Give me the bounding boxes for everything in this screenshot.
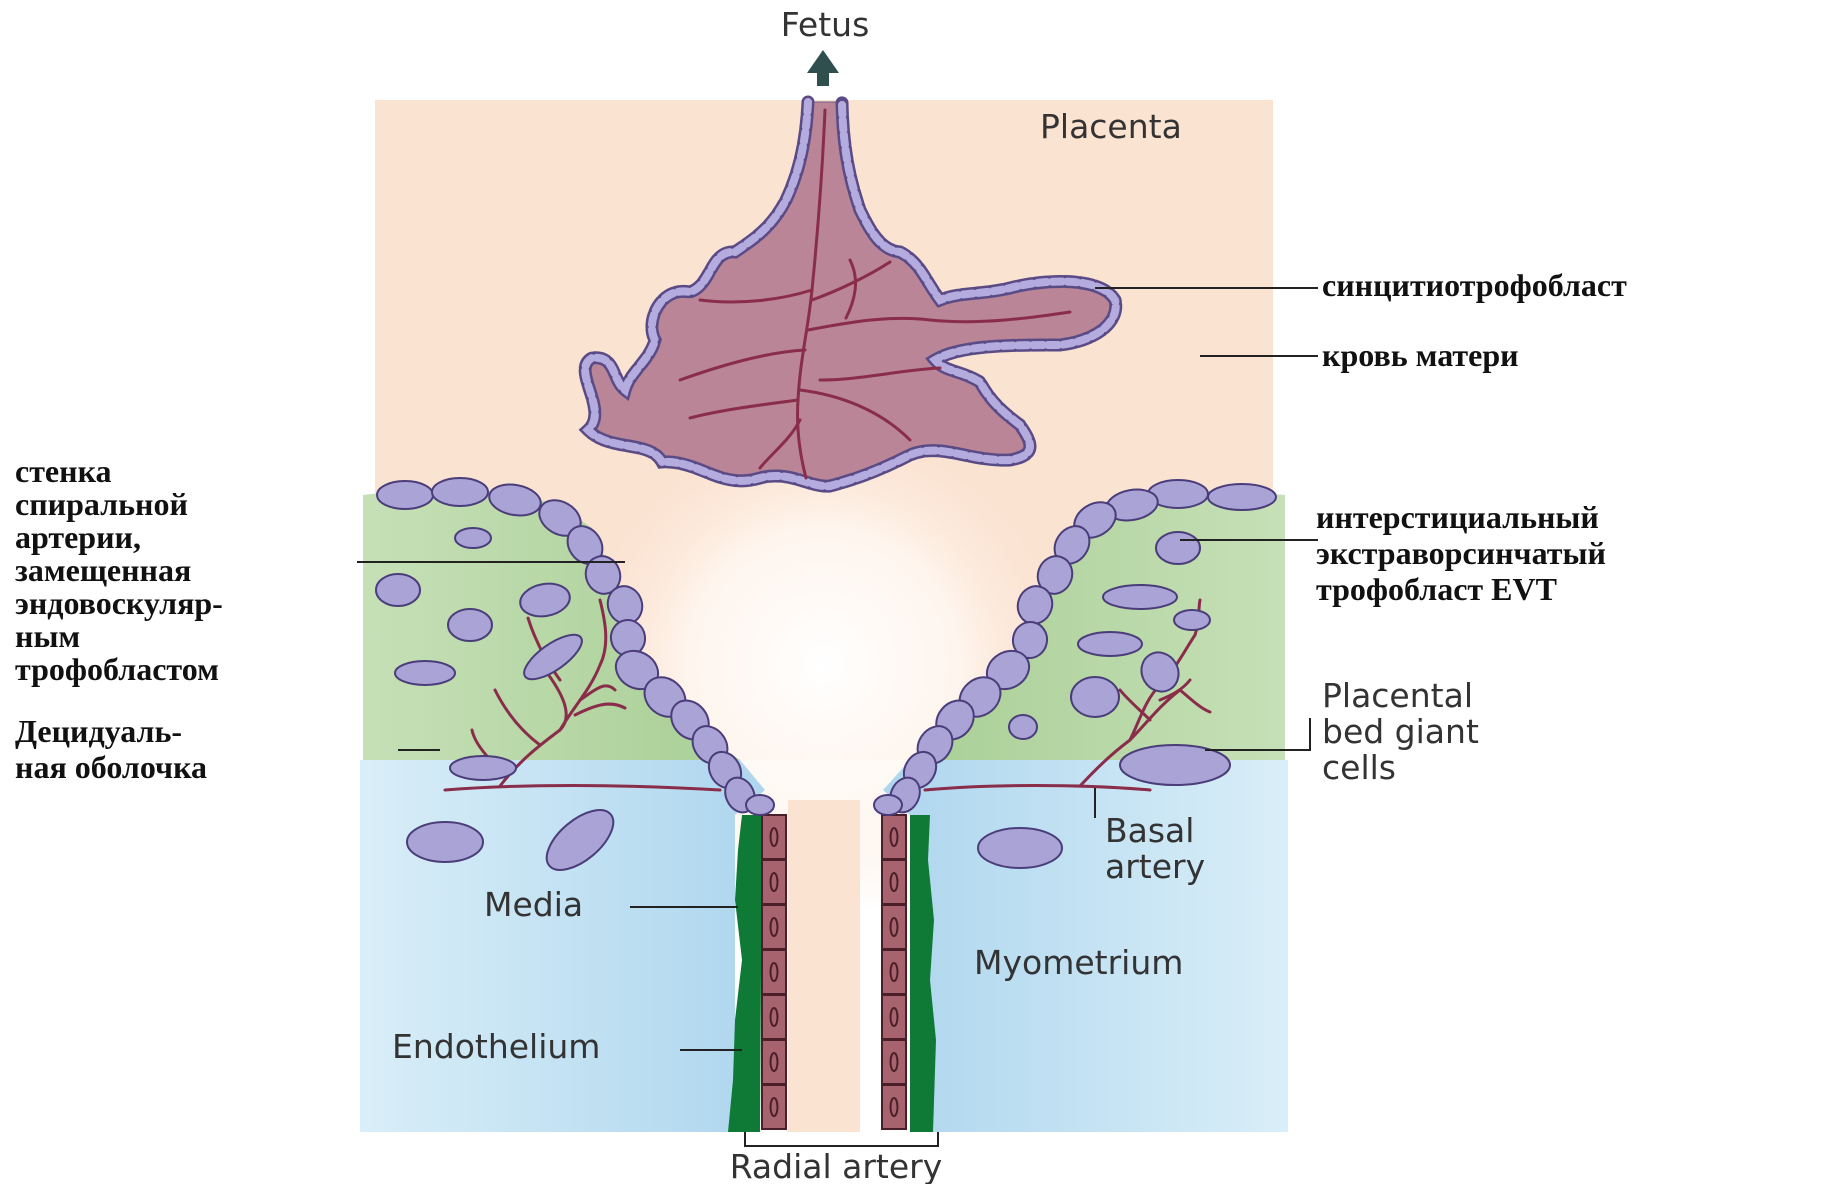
interstitial-evt-line: интерстициальный [1316, 499, 1599, 535]
myometrium-left [360, 760, 765, 1132]
endothelial-cell [762, 1040, 786, 1084]
endothelial-cell [762, 905, 786, 949]
endothelial-cell [882, 815, 906, 859]
spiral-wall-line: ным [15, 618, 80, 654]
endothelium-right [882, 815, 906, 1129]
trophoblast-cell [1156, 532, 1200, 564]
radial-artery-label: Radial artery [730, 1147, 943, 1184]
giant-cells-line: bed giant [1322, 712, 1479, 751]
endothelial-cell [882, 905, 906, 949]
trophoblast-cell [377, 481, 433, 509]
spiral-wall-label: стенка спиральной артерии, замещенная эн… [15, 453, 231, 687]
decidua-line: ная оболочка [15, 749, 207, 785]
trophoblast-cell [1078, 632, 1142, 656]
trophoblast-cell [376, 574, 420, 606]
trophoblast-cell [978, 828, 1062, 868]
trophoblast-cell [1103, 585, 1177, 609]
basal-artery-line: artery [1105, 847, 1205, 886]
spiral-wall-line: артерии, [15, 519, 141, 555]
interstitial-evt-line: экстраворсинчатый [1316, 535, 1606, 571]
trophoblast-cell [1071, 677, 1119, 717]
giant-cells-label: Placental bed giant cells [1322, 676, 1489, 787]
spiral-wall-line: эндовоскуляр- [15, 585, 223, 621]
endothelium-left [762, 815, 786, 1129]
endothelial-cell [882, 995, 906, 1039]
trophoblast-cell [1009, 715, 1037, 739]
trophoblast-cell [395, 661, 455, 685]
spiral-wall-line: спиральной [15, 486, 188, 522]
decidua-line: Децидуаль- [15, 713, 182, 749]
trophoblast-cell [432, 478, 488, 506]
endothelial-cell [762, 950, 786, 994]
endothelial-cell [762, 815, 786, 859]
basal-artery-line: Basal [1105, 811, 1194, 850]
fetus-label: Fetus [781, 5, 870, 44]
artery-lumen [788, 800, 860, 1132]
decidua-label: Децидуаль- ная оболочка [15, 713, 207, 785]
giant-cells-line: cells [1322, 748, 1396, 787]
endothelial-cell [762, 860, 786, 904]
endothelial-cell [882, 950, 906, 994]
trophoblast-cell [407, 822, 483, 862]
trophoblast-cell [450, 756, 516, 780]
myometrium-label: Myometrium [974, 943, 1183, 982]
trophoblast-cell [455, 528, 491, 548]
syncytiotrophoblast-label: синцитиотрофобласт [1322, 267, 1627, 303]
trophoblast-cell [1174, 610, 1210, 630]
trophoblast-cell [448, 609, 492, 641]
endothelial-cell [882, 1085, 906, 1129]
placenta-label: Placenta [1040, 107, 1182, 146]
spiral-wall-line: замещенная [15, 552, 191, 588]
media-label: Media [484, 885, 583, 924]
giant-cells-line: Placental [1322, 676, 1473, 715]
endothelial-cell [762, 995, 786, 1039]
trophoblast-cell [874, 795, 902, 815]
spiral-wall-line: стенка [15, 453, 112, 489]
interstitial-evt-label: интерстициальный экстраворсинчатый трофо… [1316, 499, 1614, 607]
fetus-arrow-icon [807, 50, 839, 86]
endothelial-cell [882, 860, 906, 904]
endothelial-cell [882, 1040, 906, 1084]
interstitial-evt-line: трофобласт EVT [1316, 571, 1557, 607]
basal-artery-label: Basal artery [1105, 811, 1205, 886]
trophoblast-cell [1208, 484, 1276, 510]
trophoblast-cell [746, 795, 774, 815]
endothelial-cell [762, 1085, 786, 1129]
maternal-blood-label: кровь матери [1322, 337, 1519, 373]
spiral-wall-line: трофобластом [15, 651, 219, 687]
endothelium-label: Endothelium [392, 1027, 600, 1066]
